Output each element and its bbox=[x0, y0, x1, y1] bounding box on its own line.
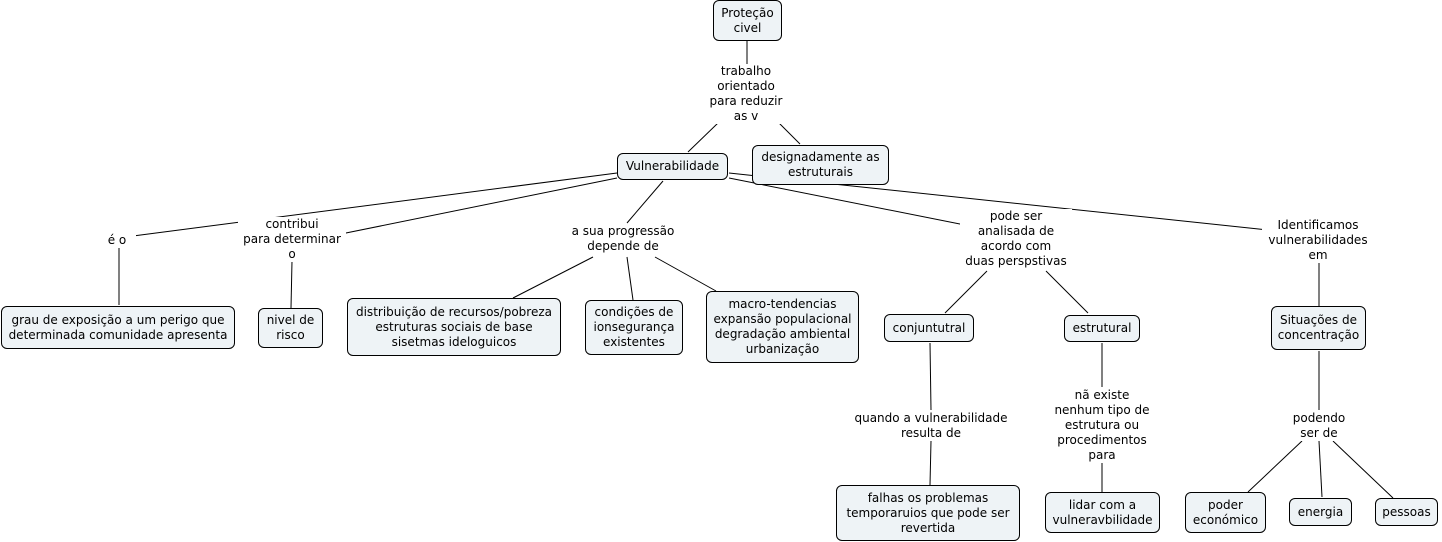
edge-contribui-nivel bbox=[290, 260, 293, 309]
link-label-na-existe: nã existe nenhum tipo de estrutura ou pr… bbox=[1047, 388, 1157, 463]
link-label-contribui: contribui para determinar o bbox=[238, 217, 346, 262]
link-label-podendo: podendo ser de bbox=[1284, 411, 1354, 441]
node-designadamente-estruturais[interactable]: designadamente as estruturais bbox=[752, 145, 889, 185]
edge-trabalho-designadamente bbox=[778, 122, 801, 145]
link-label-quando: quando a vulnerabilidade resulta de bbox=[846, 411, 1016, 441]
node-nivel-risco[interactable]: nivel de risco bbox=[258, 308, 323, 348]
link-label-progressao: a sua progressão depende de bbox=[560, 224, 686, 254]
node-poder-economico[interactable]: poder económico bbox=[1185, 492, 1266, 533]
link-label-trabalho: trabalho orientado para reduzir as v bbox=[700, 64, 792, 124]
edge-vuln-contribui bbox=[340, 177, 618, 235]
node-pessoas[interactable]: pessoas bbox=[1375, 498, 1438, 526]
node-conjuntutral[interactable]: conjuntutral bbox=[884, 314, 974, 342]
edge-progressao-macro bbox=[654, 256, 717, 292]
node-condicoes-inseguranca[interactable]: condições de ionsegurança existentes bbox=[585, 300, 683, 355]
edge-trabalho-vulnerabilidade bbox=[687, 122, 719, 153]
link-label-pode-ser: pode ser analisada de acordo com duas pe… bbox=[960, 209, 1072, 269]
edge-pode-ser-conjuntutral bbox=[944, 270, 988, 314]
node-vulnerabilidade[interactable]: Vulnerabilidade bbox=[617, 153, 728, 180]
edge-podendo-pessoas bbox=[1332, 440, 1394, 499]
edge-progressao-distribuicao bbox=[512, 256, 594, 299]
node-energia[interactable]: energia bbox=[1289, 498, 1352, 526]
edge-quando-falhas bbox=[929, 440, 932, 486]
edge-podendo-energia bbox=[1318, 440, 1323, 498]
node-macro-tendencias[interactable]: macro-tendencias expansão populacional d… bbox=[706, 291, 859, 363]
node-distribuicao-recursos[interactable]: distribuição de recursos/pobreza estrutu… bbox=[347, 298, 561, 356]
node-estrutural[interactable]: estrutural bbox=[1064, 315, 1140, 342]
node-lidar-vulnerabilidade[interactable]: lidar com a vulneravbilidade bbox=[1045, 492, 1160, 533]
edge-conjuntutral-quando bbox=[929, 342, 932, 411]
edge-podendo-poder bbox=[1247, 440, 1303, 493]
node-grau-exposicao[interactable]: grau de exposição a um perigo que determ… bbox=[1, 306, 235, 349]
link-label-e-o: é o bbox=[98, 233, 136, 248]
edge-vuln-pode-ser bbox=[728, 177, 991, 231]
edge-vuln-e-o bbox=[132, 172, 618, 237]
edge-pode-ser-estrutural bbox=[1045, 270, 1089, 314]
edge-progressao-condicoes bbox=[626, 256, 634, 301]
node-situacoes-concentracao[interactable]: Situações de concentração bbox=[1271, 306, 1366, 350]
node-protecao-civel[interactable]: Proteção civel bbox=[713, 0, 782, 41]
edge-vuln-progressao bbox=[626, 180, 664, 224]
link-label-identificamos: Identificamos vulnerabilidades em bbox=[1262, 218, 1374, 263]
node-falhas-problemas[interactable]: falhas os problemas temporaruios que pod… bbox=[836, 485, 1020, 541]
